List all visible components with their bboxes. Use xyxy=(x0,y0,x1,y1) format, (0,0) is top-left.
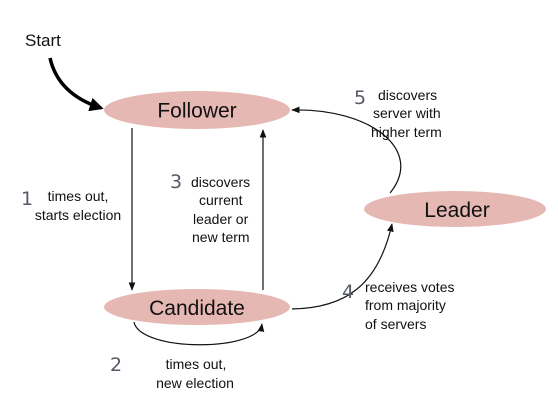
transition-2-number: 2 xyxy=(110,354,122,376)
state-follower-shape xyxy=(104,91,290,129)
transition-3-line-1: discovers xyxy=(191,174,250,190)
transition-3-line-4: new term xyxy=(192,229,250,245)
state-leader-label: Leader xyxy=(424,199,489,222)
transition-5-line-3: higher term xyxy=(371,124,442,140)
transition-1-line-2: starts election xyxy=(35,207,121,223)
transition-3-number: 3 xyxy=(170,171,182,193)
state-candidate: Candidate xyxy=(104,289,290,325)
state-candidate-label: Candidate xyxy=(149,297,245,320)
state-candidate-shape xyxy=(104,289,290,325)
transition-4-label: 4 receives votes from majority of server… xyxy=(342,279,454,332)
transition-5-label: 5 discovers server with higher term xyxy=(354,87,442,140)
start-label: Start xyxy=(25,31,61,50)
edge-candidate-self-loop xyxy=(133,321,265,346)
transition-4-line-3: of servers xyxy=(365,316,426,332)
transition-1-line-1: times out, xyxy=(48,188,109,204)
state-follower: Follower xyxy=(104,91,290,129)
edge-candidate-to-leader xyxy=(291,223,394,310)
state-leader-shape xyxy=(364,191,546,227)
state-leader: Leader xyxy=(364,191,546,227)
transition-2-label: 2 times out, new election xyxy=(110,354,234,391)
state-follower-label: Follower xyxy=(157,100,236,123)
edge-leader-to-follower xyxy=(291,106,402,194)
transition-3-line-2: current xyxy=(199,192,243,208)
start-arrow xyxy=(48,57,104,112)
transition-3-label: 3 discovers current leader or new term xyxy=(170,171,250,245)
transition-4-line-2: from majority xyxy=(365,297,446,313)
transition-3-line-3: leader or xyxy=(193,211,249,227)
transition-4-line-1: receives votes xyxy=(365,279,454,295)
transition-2-line-2: new election xyxy=(156,375,234,391)
transition-5-number: 5 xyxy=(354,87,366,109)
transition-5-line-2: server with xyxy=(373,105,441,121)
transition-1-label: 1 times out, starts election xyxy=(21,188,121,223)
transition-2-line-1: times out, xyxy=(166,356,227,372)
transition-4-number: 4 xyxy=(342,281,354,303)
transition-1-number: 1 xyxy=(21,188,33,210)
transition-5-line-1: discovers xyxy=(378,87,437,103)
